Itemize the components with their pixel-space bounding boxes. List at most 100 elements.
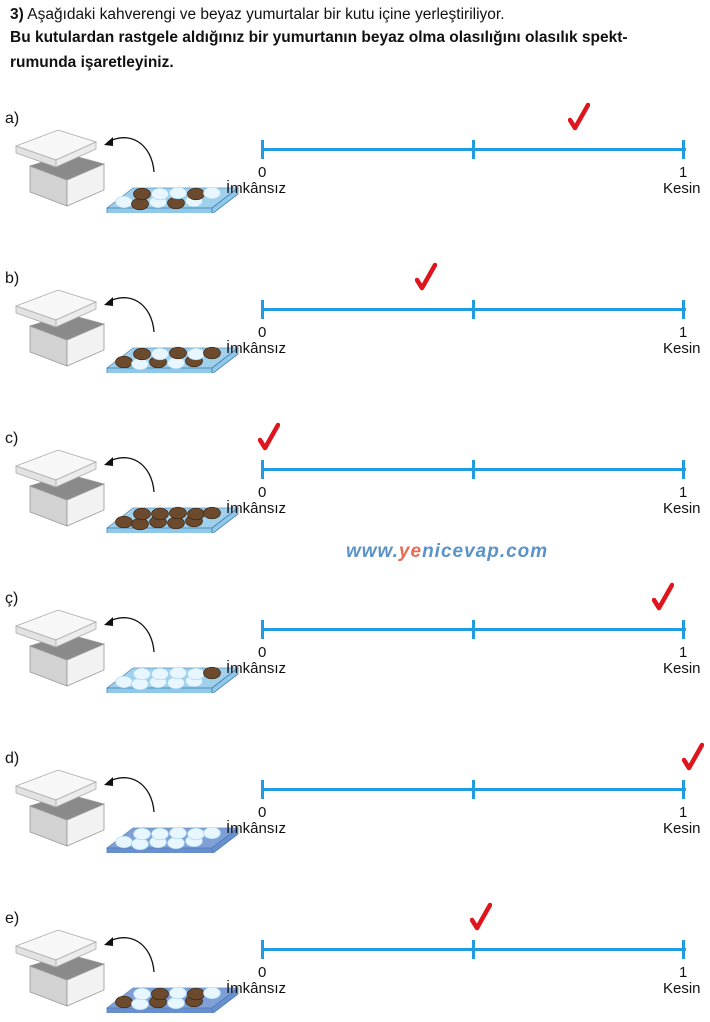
spectrum-max-number: 1 bbox=[679, 324, 688, 341]
egg-box-illustration bbox=[14, 769, 240, 853]
spectrum-min-label: İmkânsız bbox=[226, 500, 287, 517]
item-letter: b) bbox=[5, 270, 20, 287]
item-letter: c) bbox=[5, 430, 19, 447]
spectrum-tick bbox=[682, 940, 685, 959]
arrow-head-icon bbox=[104, 617, 113, 626]
spectrum-tick bbox=[261, 140, 264, 159]
white-egg-icon bbox=[169, 666, 187, 680]
spectrum-max-number: 1 bbox=[679, 484, 688, 501]
question-header: 3) Aşağıdaki kahverengi ve beyaz yumurta… bbox=[10, 4, 705, 75]
arrow-icon bbox=[107, 937, 155, 973]
spectrum-tick bbox=[682, 460, 685, 479]
spectrum-min-number: 0 bbox=[258, 164, 267, 181]
spectrum-tick bbox=[682, 300, 685, 319]
spectrum-max-label: Kesin bbox=[663, 820, 701, 837]
white-egg-icon bbox=[203, 186, 221, 200]
arrow-head-icon bbox=[104, 297, 113, 306]
question-intro-line: 3) Aşağıdaki kahverengi ve beyaz yumurta… bbox=[10, 4, 705, 25]
item-letter: e) bbox=[5, 910, 20, 927]
question-instruction-2: rumunda işaretleyiniz. bbox=[10, 54, 174, 71]
egg-box-illustration bbox=[14, 289, 240, 373]
check-mark-icon bbox=[414, 262, 437, 291]
white-egg-icon bbox=[187, 347, 205, 361]
egg-box-illustration bbox=[14, 449, 240, 533]
item-letter: a) bbox=[5, 110, 20, 127]
spectrum-max-label: Kesin bbox=[663, 660, 701, 677]
spectrum-tick bbox=[472, 620, 475, 639]
spectrum-tick bbox=[261, 300, 264, 319]
brown-egg-icon bbox=[133, 187, 151, 201]
egg-tray bbox=[105, 186, 240, 213]
spectrum-max-label: Kesin bbox=[663, 180, 701, 197]
arrow-head-icon bbox=[104, 457, 113, 466]
white-egg-icon bbox=[169, 826, 187, 840]
white-egg-icon bbox=[187, 667, 205, 681]
egg-box-illustration bbox=[14, 609, 240, 693]
spectrum-max-label: Kesin bbox=[663, 500, 701, 517]
white-egg-icon bbox=[133, 827, 151, 841]
spectrum-tick bbox=[682, 620, 685, 639]
arrow-head-icon bbox=[104, 137, 113, 146]
spectrum-tick bbox=[261, 460, 264, 479]
arrow-icon bbox=[107, 137, 155, 173]
arrow-icon bbox=[107, 777, 155, 813]
spectrum-min-number: 0 bbox=[258, 964, 267, 981]
spectrum-tick bbox=[682, 780, 685, 799]
brown-egg-icon bbox=[115, 995, 133, 1009]
spectrum-tick bbox=[472, 940, 475, 959]
spectrum-max-number: 1 bbox=[679, 644, 688, 661]
white-egg-icon bbox=[133, 987, 151, 1001]
brown-egg-icon bbox=[187, 507, 205, 521]
brown-egg-icon bbox=[187, 987, 205, 1001]
check-mark-icon bbox=[567, 102, 590, 131]
spectrum-min-label: İmkânsız bbox=[226, 660, 287, 677]
white-egg-icon bbox=[115, 675, 133, 689]
spectrum-tick bbox=[261, 940, 264, 959]
arrow-icon bbox=[107, 457, 155, 493]
brown-egg-icon bbox=[151, 507, 169, 521]
egg-tray bbox=[105, 346, 240, 373]
arrow-head-icon bbox=[104, 937, 113, 946]
spectrum-max-number: 1 bbox=[679, 164, 688, 181]
brown-egg-icon bbox=[169, 506, 187, 520]
white-egg-icon bbox=[203, 986, 221, 1000]
brown-egg-icon bbox=[203, 666, 221, 680]
spectrum-tick bbox=[261, 780, 264, 799]
spectrum-min-number: 0 bbox=[258, 644, 267, 661]
white-egg-icon bbox=[169, 986, 187, 1000]
white-egg-icon bbox=[203, 826, 221, 840]
spectrum-max-number: 1 bbox=[679, 804, 688, 821]
spectrum-tick bbox=[472, 780, 475, 799]
arrow-head-icon bbox=[104, 777, 113, 786]
egg-tray bbox=[105, 506, 240, 533]
arrow-icon bbox=[107, 297, 155, 333]
box-icon bbox=[14, 289, 106, 367]
brown-egg-icon bbox=[169, 346, 187, 360]
brown-egg-icon bbox=[133, 507, 151, 521]
white-egg-icon bbox=[151, 667, 169, 681]
spectrum-tick bbox=[261, 620, 264, 639]
brown-egg-icon bbox=[115, 355, 133, 369]
white-egg-icon bbox=[151, 187, 169, 201]
brown-egg-icon bbox=[203, 346, 221, 360]
spectrum-max-label: Kesin bbox=[663, 340, 701, 357]
question-number: 3) bbox=[10, 6, 24, 23]
spectrum-tick bbox=[472, 300, 475, 319]
check-mark-icon bbox=[470, 902, 492, 931]
check-mark-icon bbox=[682, 742, 704, 771]
white-egg-icon bbox=[115, 835, 133, 849]
white-egg-icon bbox=[133, 667, 151, 681]
box-icon bbox=[14, 449, 106, 527]
item-letter: d) bbox=[5, 750, 20, 767]
box-icon bbox=[14, 929, 106, 1007]
spectrum-min-label: İmkânsız bbox=[226, 980, 287, 997]
